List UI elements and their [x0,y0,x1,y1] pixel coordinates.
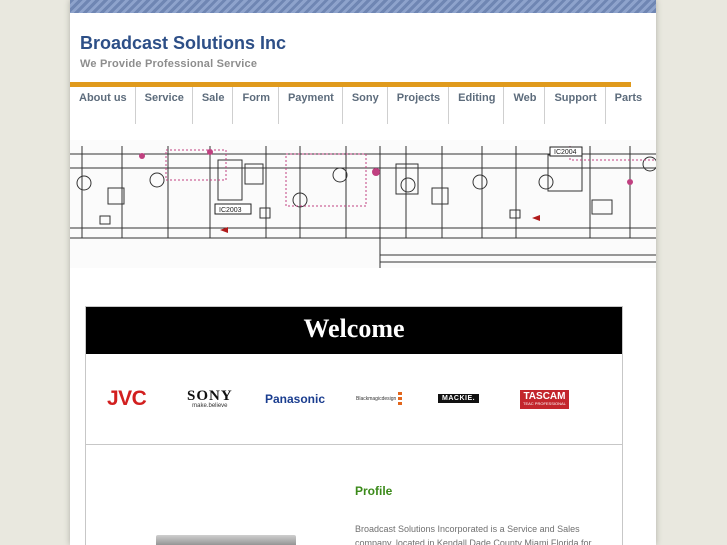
nav-sony[interactable]: Sony [343,87,388,124]
nav-support[interactable]: Support [545,87,606,124]
schematic-diagram: IC2003 IC2004 [70,146,656,268]
nav-editing[interactable]: Editing [449,87,505,124]
main-nav: About us Service Sale Form Payment Sony … [70,82,642,124]
panasonic-logo: Panasonic [265,392,326,406]
tascam-logo: TASCAM TEAC PROFESSIONAL [520,390,569,409]
tascam-logo-text: TASCAM [523,391,566,402]
equipment-image [156,535,296,545]
nav-sale[interactable]: Sale [193,87,234,124]
site-tagline: We Provide Professional Service [80,58,258,70]
sony-logo-tagline: make.believe [192,403,228,409]
sony-logo: SONY make.believe [187,388,233,409]
mackie-logo: MACKIE. [438,394,480,403]
jvc-logo: JVC [107,387,147,410]
welcome-heading: Welcome [86,307,622,354]
schematic-label-ic2004: IC2004 [554,149,577,156]
blackmagic-logo-text: Blackmagicdesign [356,395,397,402]
schematic-label-ic2003: IC2003 [219,207,242,214]
brand-logos: JVC SONY make.believe Panasonic Blackmag… [86,354,622,445]
nav-service[interactable]: Service [136,87,193,124]
nav-projects[interactable]: Projects [388,87,450,124]
top-stripe [70,0,656,13]
nav-web[interactable]: Web [504,87,546,124]
nav-payment[interactable]: Payment [279,87,343,124]
sony-logo-text: SONY [187,388,233,404]
blackmagic-bars-icon [398,391,403,406]
page-container: Broadcast Solutions Inc We Provide Profe… [70,0,656,545]
nav-about-us[interactable]: About us [70,87,136,124]
nav-form[interactable]: Form [233,87,279,124]
profile-heading: Profile [355,484,393,498]
profile-text: Broadcast Solutions Incorporated is a Se… [355,524,592,545]
tascam-logo-tagline: TEAC PROFESSIONAL [523,401,566,406]
site-title[interactable]: Broadcast Solutions Inc [80,33,287,53]
welcome-panel: Welcome JVC SONY make.believe Panasonic … [85,306,623,545]
nav-parts[interactable]: Parts [614,92,643,104]
schematic-banner: IC2003 IC2004 [70,140,656,268]
blackmagic-logo: Blackmagicdesign [356,391,403,406]
